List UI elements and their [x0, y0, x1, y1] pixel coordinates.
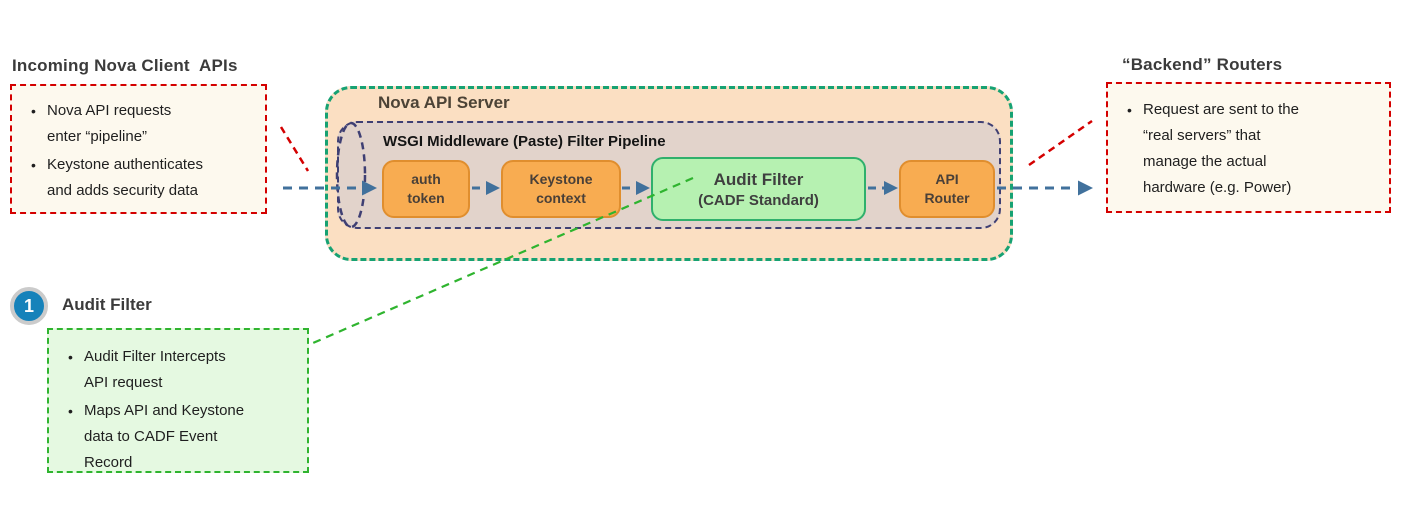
list-item: Maps API and Keystone data to CADF Event…: [63, 398, 299, 476]
audit-filter-callout-title: Audit Filter: [62, 295, 152, 314]
list-item: Audit Filter Intercepts API request: [63, 344, 299, 396]
stage-keystone-context: Keystone context: [501, 160, 621, 218]
backend-routers-note-box: Request are sent to the “real servers” t…: [1106, 82, 1391, 213]
list-item: Keystone authenticates and adds security…: [26, 152, 257, 204]
list-item: Request are sent to the “real servers” t…: [1122, 97, 1381, 201]
nova-api-server-title: Nova API Server: [378, 93, 510, 112]
stage-label: Keystone context: [529, 171, 593, 206]
step-number: 1: [23, 295, 34, 316]
stage-auth-token: auth token: [382, 160, 470, 218]
audit-filter-bullet-list: Audit Filter Intercepts API request Maps…: [63, 344, 299, 476]
left-note-connector-line: [279, 126, 310, 172]
backend-routers-bullet-list: Request are sent to the “real servers” t…: [1122, 97, 1381, 201]
incoming-apis-bullet-list: Nova API requests enter “pipeline” Keyst…: [26, 98, 257, 204]
arrowhead-icon: [1078, 180, 1093, 196]
wsgi-pipeline-label: WSGI Middleware (Paste) Filter Pipeline: [383, 133, 666, 150]
stage-label: Audit Filter: [713, 169, 804, 189]
stage-label: API Router: [924, 171, 970, 206]
list-item: Nova API requests enter “pipeline”: [26, 98, 257, 150]
stage-sublabel: (CADF Standard): [698, 191, 819, 209]
backend-routers-title: “Backend” Routers: [1122, 55, 1283, 74]
stage-label: auth token: [407, 171, 445, 206]
incoming-apis-title: Incoming Nova Client APIs: [12, 56, 238, 75]
incoming-apis-note-box: Nova API requests enter “pipeline” Keyst…: [10, 84, 267, 214]
right-note-connector-line: [1028, 119, 1093, 167]
step-number-badge: 1: [10, 287, 48, 325]
audit-filter-callout-box: Audit Filter Intercepts API request Maps…: [47, 328, 309, 473]
stage-audit-filter: Audit Filter (CADF Standard): [651, 157, 866, 221]
stage-api-router: API Router: [899, 160, 995, 218]
